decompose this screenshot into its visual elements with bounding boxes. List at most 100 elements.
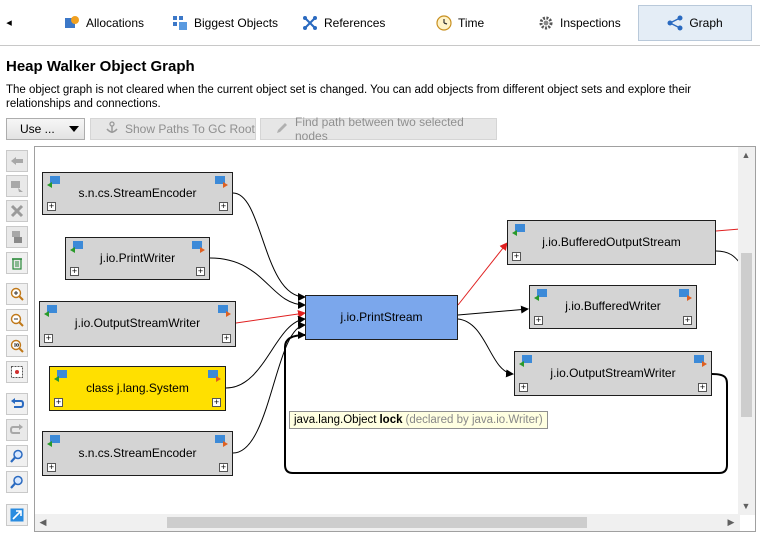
incoming-refs-icon[interactable] — [47, 176, 60, 188]
outgoing-refs-icon[interactable] — [218, 305, 231, 317]
tab-allocations[interactable]: Allocations — [56, 5, 152, 41]
incoming-refs-icon[interactable] — [44, 305, 57, 317]
undo-icon[interactable] — [6, 393, 28, 415]
tab-graph-label: Graph — [689, 16, 723, 30]
clear-graph-icon[interactable] — [6, 252, 28, 274]
graph-node-selected[interactable]: j.io.PrintStream — [305, 295, 458, 340]
outgoing-refs-icon[interactable] — [192, 241, 205, 253]
anchor-icon — [105, 120, 119, 138]
expand-incoming-button[interactable]: + — [534, 315, 543, 325]
horizontal-scroll-thumb[interactable] — [167, 517, 587, 528]
expand-incoming-button[interactable]: + — [47, 201, 56, 211]
graph-node[interactable]: s.n.cs.StreamEncoder + + — [42, 431, 233, 476]
horizontal-scrollbar[interactable]: ◀ ▶ — [35, 514, 740, 531]
graph-node[interactable]: j.io.OutputStreamWriter + + — [39, 301, 236, 347]
edge-n1-to-center — [232, 192, 306, 301]
gear-icon — [538, 15, 554, 31]
tab-allocations-label: Allocations — [86, 16, 145, 30]
expand-outgoing-button[interactable]: + — [196, 266, 205, 276]
outgoing-refs-icon[interactable] — [694, 355, 707, 367]
graph-node[interactable]: j.io.PrintWriter + + — [65, 237, 210, 280]
expand-outgoing-button[interactable]: + — [212, 397, 221, 407]
node-label: class j.lang.System — [86, 380, 189, 395]
search-icon[interactable] — [6, 445, 28, 467]
graph-node-class[interactable]: class j.lang.System + + — [49, 366, 226, 411]
expand-incoming-button[interactable]: + — [70, 266, 79, 276]
outgoing-refs-icon[interactable] — [208, 370, 221, 382]
graph-icon — [667, 15, 683, 31]
incoming-refs-icon[interactable] — [70, 241, 83, 253]
expand-incoming-button[interactable]: + — [519, 382, 528, 392]
graph-canvas[interactable]: s.n.cs.StreamEncoder + + j.io.PrintWrite… — [34, 146, 756, 532]
node-label: j.io.PrintStream — [340, 309, 423, 324]
fit-to-window-icon[interactable] — [6, 361, 28, 383]
incoming-refs-icon[interactable] — [519, 355, 532, 367]
tooltip-field: lock — [379, 414, 403, 426]
show-paths-label: Show Paths To GC Root — [125, 122, 255, 136]
use-dropdown-button[interactable]: Use ... — [6, 118, 85, 140]
expand-incoming-button[interactable]: + — [512, 251, 521, 261]
graph-edges — [209, 192, 741, 474]
incoming-refs-icon[interactable] — [512, 224, 525, 236]
zoom-in-icon[interactable] — [6, 283, 28, 305]
outgoing-refs-icon[interactable] — [215, 435, 228, 447]
expand-incoming-button[interactable]: + — [44, 333, 53, 343]
find-path-button[interactable]: Find path between two selected nodes — [260, 115, 497, 143]
edge-r3-to-center-lock — [284, 331, 728, 474]
zoom-100-icon[interactable] — [6, 335, 28, 357]
edge-center-to-r3 — [457, 318, 514, 378]
tab-biggest-objects[interactable]: Biggest Objects — [164, 5, 286, 41]
expand-outgoing-button[interactable]: + — [683, 315, 692, 325]
expand-outgoing-button[interactable]: + — [222, 333, 231, 343]
graph-node[interactable]: s.n.cs.StreamEncoder + + — [42, 172, 233, 215]
tooltip-type: java.lang.Object — [294, 414, 377, 426]
remove-selected-right-icon[interactable] — [6, 175, 28, 197]
graph-node[interactable]: j.io.BufferedOutputStream + — [507, 220, 716, 265]
scroll-up-icon[interactable]: ▲ — [741, 150, 751, 160]
back-arrow-icon[interactable]: ◂ — [6, 17, 12, 29]
incoming-refs-icon[interactable] — [54, 370, 67, 382]
vertical-scrollbar[interactable]: ▲ ▼ — [738, 147, 755, 515]
scroll-left-icon[interactable]: ◀ — [39, 517, 47, 527]
tab-graph[interactable]: Graph — [638, 5, 752, 41]
tab-references-label: References — [324, 16, 386, 30]
find-path-label: Find path between two selected nodes — [295, 115, 464, 143]
edge-center-to-r2 — [457, 305, 529, 316]
use-dropdown-label: Use ... — [20, 122, 55, 136]
outgoing-refs-icon[interactable] — [215, 176, 228, 188]
tab-references[interactable]: References — [294, 5, 393, 41]
expand-incoming-button[interactable]: + — [54, 397, 63, 407]
export-graph-icon[interactable] — [6, 504, 28, 526]
scroll-right-icon[interactable]: ▶ — [727, 517, 735, 527]
edge-tooltip: java.lang.Object lock (declared by java.… — [289, 411, 548, 429]
delete-icon[interactable] — [6, 200, 28, 222]
tab-time[interactable]: Time — [428, 5, 492, 41]
remove-unconnected-icon[interactable] — [6, 226, 28, 248]
show-paths-to-gc-root-button[interactable]: Show Paths To GC Root — [90, 118, 256, 140]
outgoing-refs-icon[interactable] — [679, 289, 692, 301]
edge-n2-to-center — [209, 257, 306, 309]
expand-outgoing-button[interactable]: + — [219, 201, 228, 211]
graph-node[interactable]: j.io.OutputStreamWriter + + — [514, 351, 712, 396]
expand-incoming-button[interactable]: + — [47, 462, 56, 472]
zoom-out-icon[interactable] — [6, 309, 28, 331]
tab-inspections[interactable]: Inspections — [530, 5, 629, 41]
tab-inspections-label: Inspections — [560, 16, 621, 30]
vertical-scroll-thumb[interactable] — [741, 253, 752, 417]
incoming-refs-icon[interactable] — [534, 289, 547, 301]
tab-biggest-objects-label: Biggest Objects — [194, 16, 279, 30]
remove-selected-left-icon[interactable] — [6, 150, 28, 172]
edge-n5-to-center — [232, 321, 306, 454]
scroll-down-icon[interactable]: ▼ — [741, 501, 751, 511]
tooltip-declared: (declared by java.io.Writer) — [405, 414, 543, 426]
references-icon — [302, 15, 318, 31]
page-description: The object graph is not cleared when the… — [6, 84, 692, 110]
find-in-graph-icon[interactable] — [6, 471, 28, 493]
graph-node[interactable]: j.io.BufferedWriter + + — [529, 285, 697, 329]
tab-time-label: Time — [458, 16, 485, 30]
node-label: j.io.OutputStreamWriter — [74, 316, 201, 330]
redo-icon[interactable] — [6, 419, 28, 441]
incoming-refs-icon[interactable] — [47, 435, 60, 447]
expand-outgoing-button[interactable]: + — [698, 382, 707, 392]
expand-outgoing-button[interactable]: + — [219, 462, 228, 472]
